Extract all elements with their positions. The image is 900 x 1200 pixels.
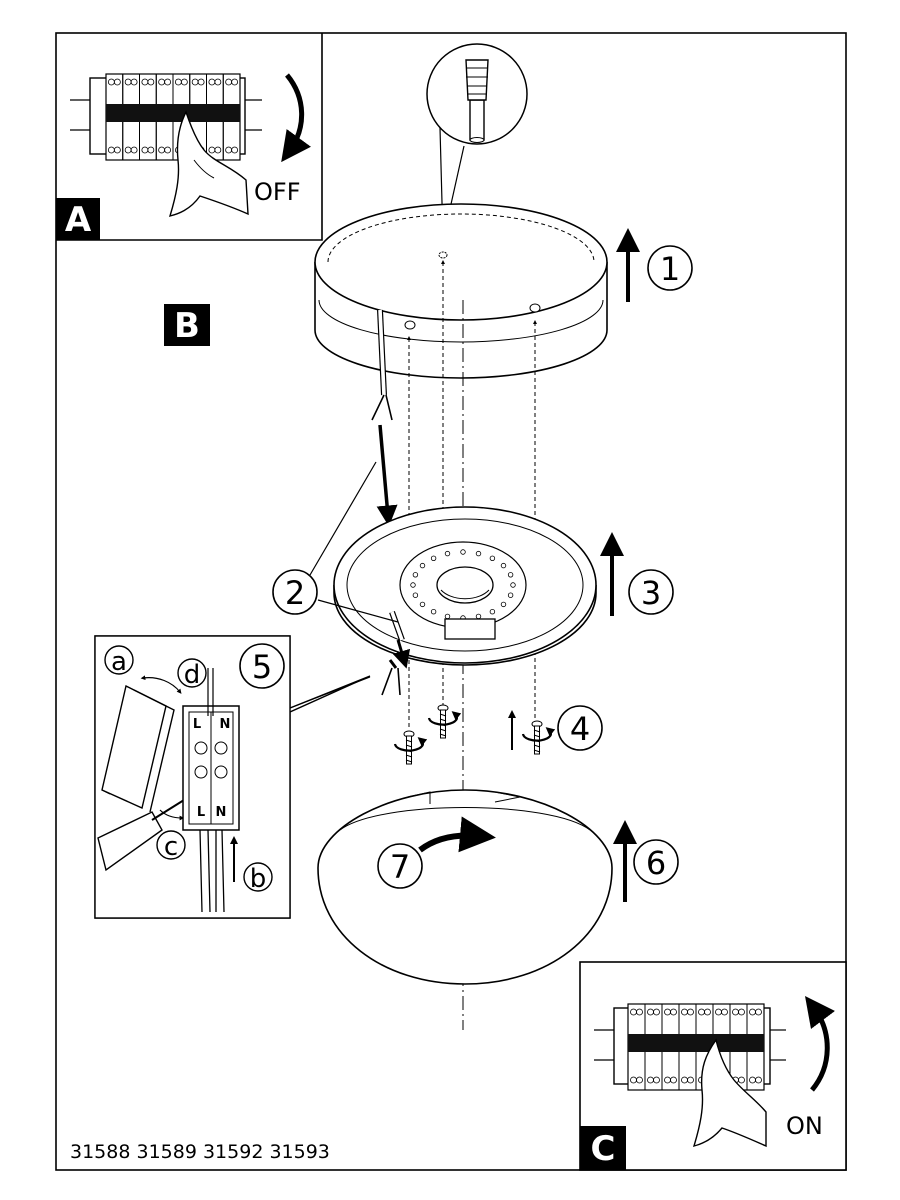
step-5-number: 5 <box>252 648 272 686</box>
panel-letter-a-box <box>56 198 100 240</box>
step-2-marker: 2 <box>272 569 318 615</box>
panel-letter-c-box <box>580 1126 626 1170</box>
panel-letter-b: B <box>174 306 200 346</box>
switch-on-label: ON <box>786 1112 823 1140</box>
terminal-cover-icon <box>101 684 175 813</box>
rotate-arrow-icon <box>418 816 496 853</box>
panel-letter-c: C <box>591 1129 616 1169</box>
sub-step-a: a <box>111 647 127 677</box>
base-plate <box>333 506 597 666</box>
panel-c: ON C <box>579 961 847 1171</box>
sub-step-b: b <box>250 864 267 894</box>
step-3-marker: 3 <box>628 569 674 615</box>
driver-box <box>444 618 496 640</box>
wall-plug-icon <box>465 59 489 143</box>
step-5-marker: 5 <box>239 643 285 689</box>
page-frame <box>55 32 847 1171</box>
terminal-neutral-top: N <box>220 717 231 732</box>
step-1-marker: 1 <box>647 245 693 291</box>
screws <box>393 704 556 765</box>
step-2-number: 2 <box>285 574 305 612</box>
terminal-live-bottom: L <box>197 805 205 820</box>
step-4-marker: 4 <box>557 705 603 751</box>
panel-letter-a: A <box>65 200 92 240</box>
step-6-number: 6 <box>646 844 666 882</box>
step-6-marker: 6 <box>633 839 679 885</box>
wiring-inset: L N L N a b c d 5 <box>94 635 371 919</box>
diffuser <box>317 789 613 985</box>
terminal-live-top: L <box>193 717 201 732</box>
step-7-number: 7 <box>390 848 410 886</box>
model-numbers: 31588 31589 31592 31593 <box>70 1141 330 1163</box>
panel-letter-b-box <box>164 304 210 346</box>
hand-on-icon <box>692 1038 767 1148</box>
hand-icon <box>168 110 249 217</box>
ceiling-housing <box>314 203 608 421</box>
step-1-number: 1 <box>660 250 680 288</box>
turn-off-arrow-icon <box>281 73 311 163</box>
sub-step-c: c <box>164 832 178 862</box>
breaker-box-on-icon <box>594 1003 786 1091</box>
breaker-box-icon <box>70 73 262 161</box>
step-3-number: 3 <box>641 574 661 612</box>
step-4-number: 4 <box>570 710 590 748</box>
sub-step-d: d <box>184 660 201 690</box>
turn-on-arrow-icon <box>805 995 835 1092</box>
terminal-neutral-bottom: N <box>216 805 227 820</box>
switch-off-label: OFF <box>254 178 301 206</box>
step-7-marker: 7 <box>377 843 423 889</box>
panel-a: OFF A <box>56 33 323 241</box>
terminal-block-icon: L N L N <box>182 705 240 831</box>
